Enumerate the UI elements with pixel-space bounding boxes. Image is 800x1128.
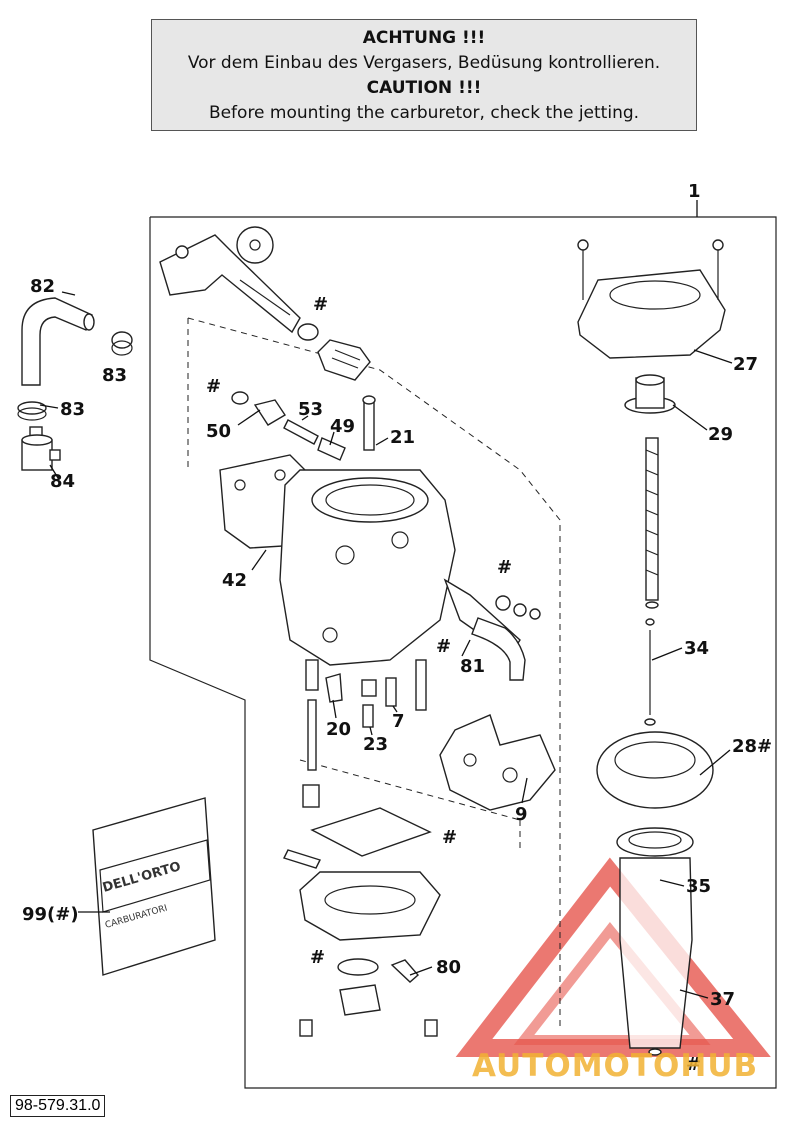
gasket-kit-bag: DELL'ORTO CARBURATORI	[92, 797, 216, 976]
label-21: 21	[390, 427, 415, 448]
label-23: 23	[363, 734, 388, 755]
label-82: 82	[30, 276, 55, 297]
fitting-84	[21, 426, 61, 471]
label-83-bottom: 83	[60, 399, 85, 420]
diaphragm	[596, 731, 714, 809]
filter-screen	[297, 323, 371, 381]
label-9: 9	[515, 804, 528, 825]
hash-6: #	[310, 947, 325, 968]
caution-box: ACHTUNG !!! Vor dem Einbau des Vergasers…	[151, 19, 697, 131]
hash-4: #	[436, 636, 451, 657]
label-80: 80	[436, 957, 461, 978]
hash-3: #	[497, 557, 512, 578]
clamp-83-bottom	[17, 401, 47, 421]
hash-5: #	[442, 827, 457, 848]
caution-title-en: CAUTION !!!	[366, 78, 482, 98]
fittings	[231, 391, 376, 461]
label-83-top: 83	[102, 365, 127, 386]
hose-81	[471, 617, 526, 681]
label-29: 29	[708, 424, 733, 445]
watermark-logo	[455, 857, 771, 1057]
label-99: 99(#)	[22, 904, 79, 925]
document-number: 98-579.31.0	[10, 1095, 106, 1117]
label-81: 81	[460, 656, 485, 677]
label-42: 42	[222, 570, 247, 591]
watermark-text: AUTOMOTOHUB	[472, 1048, 758, 1084]
top-cover	[577, 239, 726, 359]
pump-housing	[439, 714, 556, 811]
spring	[645, 437, 659, 609]
label-28: 28#	[732, 736, 772, 757]
caution-title-de: ACHTUNG !!!	[362, 28, 486, 48]
label-50: 50	[206, 421, 231, 442]
slide	[616, 827, 694, 1056]
jets	[302, 659, 427, 808]
assembly-frame	[149, 216, 777, 1089]
needle-34	[644, 618, 656, 726]
label-37: 37	[710, 989, 735, 1010]
label-34: 34	[684, 638, 709, 659]
label-35: 35	[686, 876, 711, 897]
label-1: 1	[688, 181, 701, 202]
hash-7: #	[686, 1054, 701, 1075]
cap-29	[624, 374, 676, 414]
caution-text-de: Vor dem Einbau des Vergasers, Bedüsung k…	[187, 53, 661, 73]
part-labels: 1 27 29 34 28# 35 37 82 83 83 84 50 53 4…	[22, 181, 772, 1075]
hash-2: #	[206, 376, 221, 397]
label-27: 27	[733, 354, 758, 375]
loose-hose-82	[21, 297, 95, 386]
float-bowl	[283, 807, 441, 1037]
label-53: 53	[298, 399, 323, 420]
leader-lines	[39, 291, 733, 999]
caution-text-en: Before mounting the carburetor, check th…	[208, 103, 640, 123]
hash-1: #	[313, 294, 328, 315]
label-20: 20	[326, 719, 351, 740]
label-49: 49	[330, 416, 355, 437]
throttle-linkage	[159, 226, 301, 334]
clamp-83-top	[111, 331, 133, 356]
label-7: 7	[392, 711, 405, 732]
label-84: 84	[50, 471, 75, 492]
